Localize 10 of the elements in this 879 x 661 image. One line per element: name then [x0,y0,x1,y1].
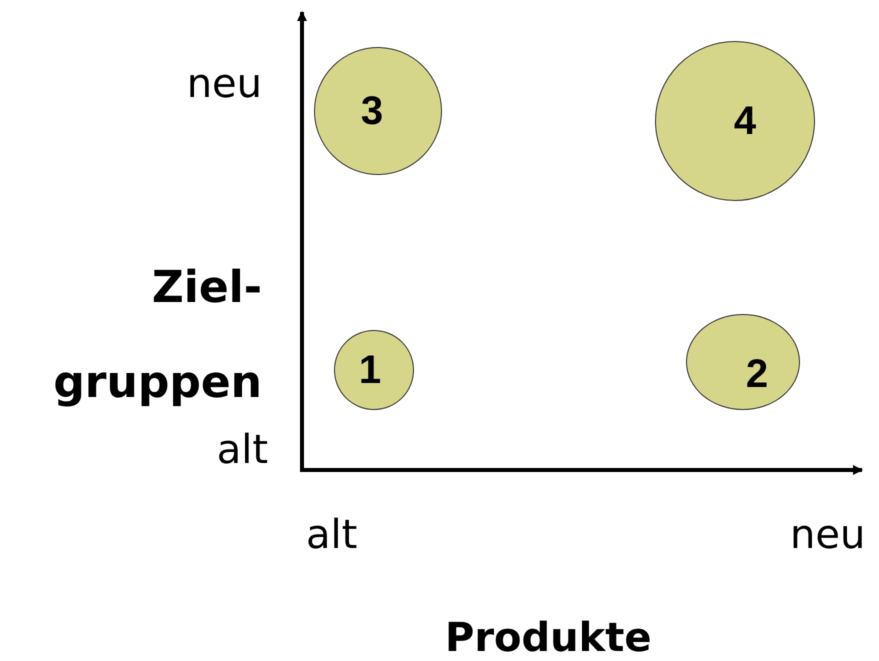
axis-tick-label: neu [790,515,866,555]
axis-tick-label: alt [216,430,268,470]
axis-tick-label: alt [306,515,358,555]
quadrant-number: 3 [360,91,384,131]
quadrant-number: 2 [746,354,768,394]
quadrant-number: 4 [734,101,756,141]
quadrant-number: 1 [358,350,382,390]
axis-title: Ziel- gruppen [52,261,262,410]
axis-tick-label: neu [186,64,262,104]
axis-title: Produkte [445,618,652,658]
